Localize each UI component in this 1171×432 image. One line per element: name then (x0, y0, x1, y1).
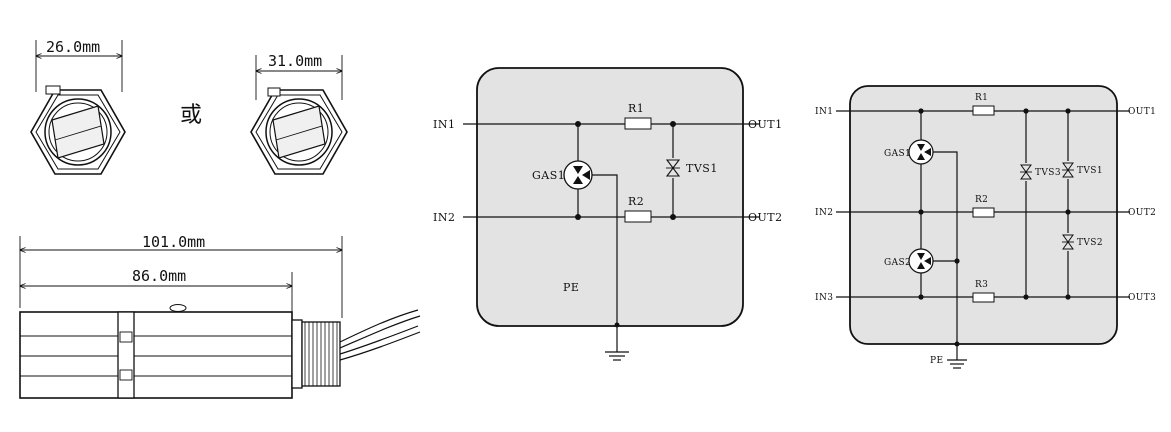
c2-in2-label: IN2 (815, 208, 833, 218)
c2-r3-label: R3 (975, 280, 988, 290)
side-view: 101.0mm 86.0mm (19, 233, 421, 399)
c1-in2-label: IN2 (433, 211, 455, 224)
c2-in1-label: IN1 (815, 107, 833, 117)
circuit-2: IN1 IN2 IN3 OUT1 OUT2 OUT3 R1 R2 R3 GAS1… (815, 85, 1156, 369)
c1-out1-label: OUT1 (748, 118, 783, 131)
c1-in1-label: IN1 (433, 118, 455, 131)
c2-out3-label: OUT3 (1128, 293, 1156, 303)
c2-gas2-label: GAS2 (884, 258, 911, 268)
hex-large-view: 31.0mm (250, 52, 348, 175)
hex-small-view: 26.0mm (30, 38, 126, 175)
c2-tvs2-label: TVS2 (1077, 238, 1103, 248)
c1-tvs1-label: TVS1 (686, 162, 718, 175)
c2-tvs1-label: TVS1 (1077, 166, 1103, 176)
hex-small-dim: 26.0mm (46, 38, 100, 56)
c2-tvs3-label: TVS3 (1035, 168, 1061, 178)
circuit-1: IN1 IN2 OUT1 OUT2 R1 R2 GAS1 TVS1 PE (433, 67, 783, 361)
c1-r1-label: R1 (628, 102, 644, 115)
c1-r2-label: R2 (628, 195, 644, 208)
c2-pe-label: PE (930, 356, 943, 366)
c2-in3-label: IN3 (815, 293, 833, 303)
c1-gas1-label: GAS1 (532, 169, 565, 182)
c1-pe-label: PE (563, 281, 579, 294)
c2-gas1-label: GAS1 (884, 149, 911, 159)
c2-r2-label: R2 (975, 195, 988, 205)
c2-r1-label: R1 (975, 93, 988, 103)
hex-large-dim: 31.0mm (268, 52, 322, 70)
c1-out2-label: OUT2 (748, 211, 783, 224)
or-text: 或 (180, 103, 202, 128)
c2-out1-label: OUT1 (1128, 107, 1156, 117)
c2-out2-label: OUT2 (1128, 208, 1156, 218)
body-length-dim: 86.0mm (132, 267, 186, 285)
total-length-dim: 101.0mm (142, 233, 205, 251)
